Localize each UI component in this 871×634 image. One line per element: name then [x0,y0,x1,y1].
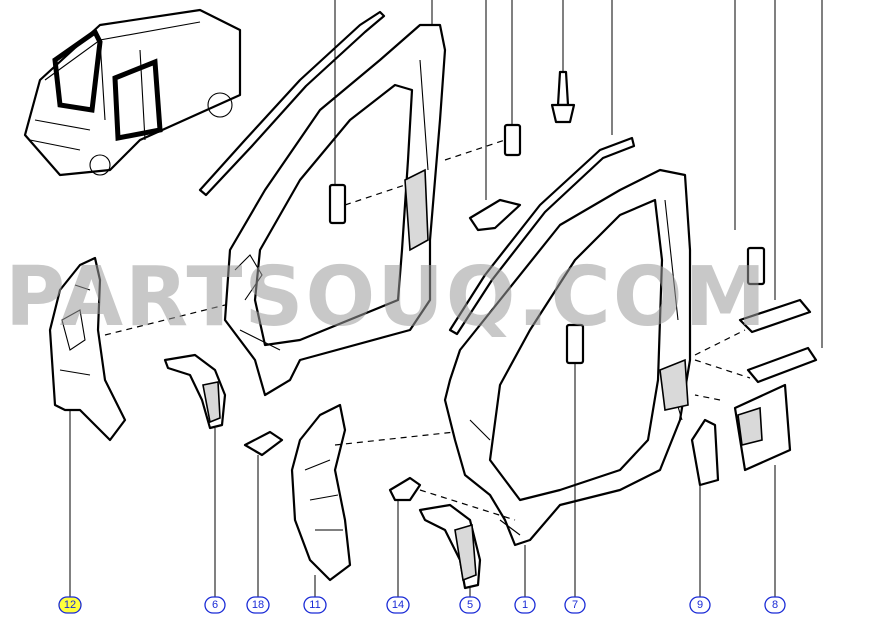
callout-18-label: 18 [252,599,264,611]
callout-7[interactable]: 7 [564,596,586,614]
part-6-curved-panel [163,353,227,430]
callout-7-label: 7 [572,599,578,611]
roof-rail-right [448,136,636,336]
roof-rail-left [198,10,386,197]
callout-6-label: 6 [212,599,218,611]
part-14-bracket [388,476,422,502]
plate-upper-center [503,123,522,157]
callout-18[interactable]: 18 [246,596,270,614]
step-plate-upper [738,298,812,334]
callout-1[interactable]: 1 [514,596,536,614]
van-thumbnail [23,8,242,177]
callout-5[interactable]: 5 [459,596,481,614]
fastener [550,70,576,124]
callout-11-label: 11 [309,599,320,611]
assembly-lines [104,139,751,521]
callout-8[interactable]: 8 [764,596,786,614]
part-8-assembly [733,383,792,472]
leader-lines [69,0,823,597]
callout-12[interactable]: 12 [58,596,82,614]
callout-8-label: 8 [772,599,778,611]
part-5-curved-lower [418,503,482,590]
part-18-bracket [243,430,284,457]
callout-14-label: 14 [392,599,404,611]
part-9-panel [690,418,720,487]
callout-1-label: 1 [522,599,528,611]
callout-9-label: 9 [697,599,703,611]
part-11-pillar-reinforcement [290,403,352,582]
callout-5-label: 5 [467,599,473,611]
watermark: PARTSOUQ.COM [5,250,768,345]
part-12-pillar-inner [48,256,127,442]
callout-12-label: 12 [64,599,76,611]
step-plate-lower [746,346,818,384]
callout-6[interactable]: 6 [204,596,226,614]
callout-9[interactable]: 9 [689,596,711,614]
plate-left-upper [328,183,347,225]
center-bracket [468,198,522,232]
plate-right-upper [746,246,766,286]
callout-11[interactable]: 11 [303,596,327,614]
callout-14[interactable]: 14 [386,596,410,614]
